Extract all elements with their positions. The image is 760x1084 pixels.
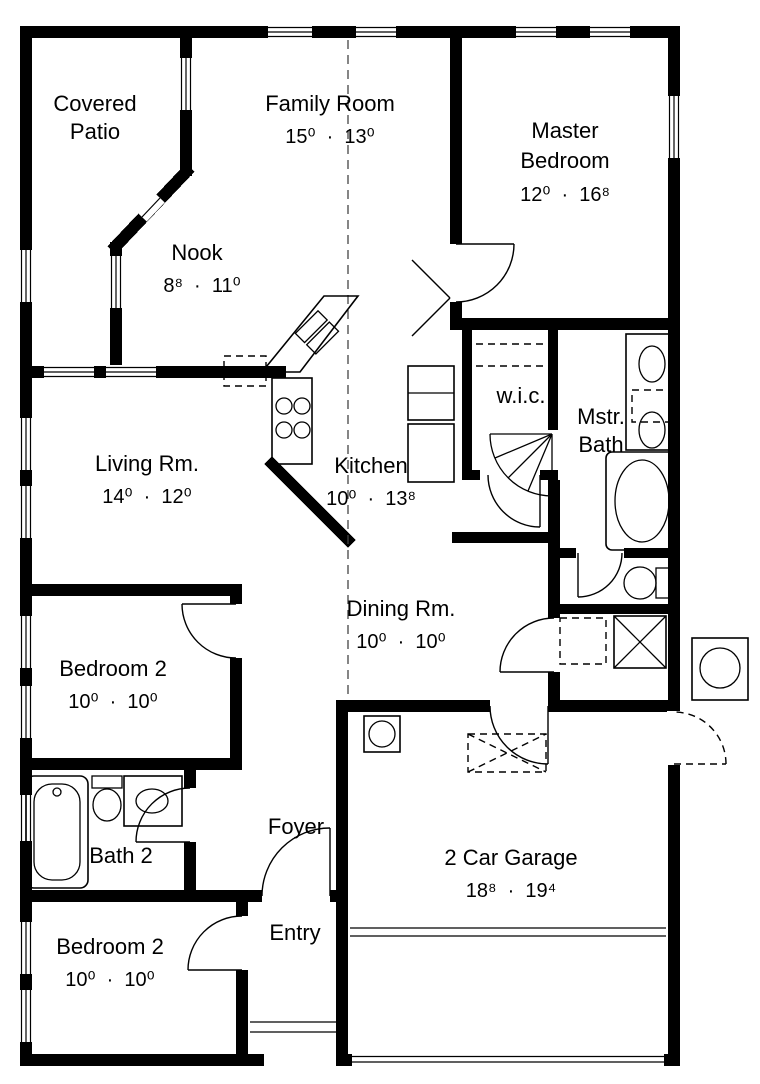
window-icon	[19, 250, 33, 302]
double-vanity	[625, 333, 679, 451]
window-icon	[19, 486, 33, 538]
room-dims-family-room: 15⁰ · 13⁰	[285, 126, 374, 148]
door-bedroom2-upper	[181, 603, 237, 659]
overhead-lines	[223, 40, 607, 773]
doors	[135, 243, 727, 971]
door-garage	[489, 705, 549, 765]
kitchen-range	[275, 397, 311, 439]
air-handler	[613, 615, 667, 669]
window-icon	[106, 365, 156, 379]
kitchen-sink	[294, 309, 340, 355]
water-heater	[363, 715, 401, 753]
window-icon	[19, 418, 33, 470]
kitchen-counter	[271, 377, 313, 465]
ac-condenser-pad	[691, 637, 749, 701]
window-icon	[268, 25, 312, 39]
room-dims-nook: 8⁸ · 11⁰	[163, 275, 240, 297]
room-label-wic: w.i.c.	[496, 383, 546, 408]
room-label-entry: Entry	[269, 920, 320, 945]
room-label-master-bedroom-line1: Master	[531, 118, 598, 143]
room-label-master-bedroom-line2: Bedroom	[520, 148, 609, 173]
room-labels: Covered Patio Family Room 15⁰ · 13⁰ Mast…	[53, 91, 624, 991]
room-label-dining-room: Dining Rm.	[347, 596, 456, 621]
room-label-master-bath-line1: Mstr.	[577, 404, 625, 429]
window-icon	[356, 25, 396, 39]
room-label-foyer: Foyer	[268, 814, 324, 839]
window-icon	[667, 96, 681, 158]
bath2-sink-icon	[135, 788, 169, 814]
wic-shelving	[476, 343, 544, 367]
walls	[20, 26, 680, 1066]
room-label-bath2: Bath 2	[89, 843, 153, 868]
window-icon	[137, 193, 165, 222]
master-tub	[605, 451, 679, 551]
room-dims-living-room: 14⁰ · 12⁰	[102, 486, 191, 508]
window-icon	[179, 58, 193, 110]
room-label-bedroom2-upper: Bedroom 2	[59, 656, 167, 681]
room-label-covered-patio-line1: Covered	[53, 91, 136, 116]
bath2-vanity	[123, 775, 183, 827]
room-label-master-bath-line2: Bath	[578, 432, 623, 457]
master-toilet	[623, 566, 671, 600]
attic-access	[467, 733, 547, 773]
window-icon	[109, 256, 123, 308]
room-label-garage: 2 Car Garage	[444, 845, 577, 870]
door-master-bedroom	[455, 243, 515, 303]
room-label-kitchen: Kitchen	[334, 453, 407, 478]
room-label-nook: Nook	[171, 240, 223, 265]
pantry-doors	[411, 259, 451, 337]
room-label-family-room: Family Room	[265, 91, 395, 116]
corner-shower	[489, 433, 553, 497]
vanity-sink-icon	[638, 411, 666, 449]
double-oven	[407, 365, 455, 421]
room-label-living-room: Living Rm.	[95, 451, 199, 476]
service-door-opening	[667, 711, 681, 765]
window-icon	[44, 365, 94, 379]
room-dims-bedroom2-lower: 10⁰ · 10⁰	[65, 969, 154, 991]
bath2-toilet	[91, 775, 123, 822]
door-bath2	[135, 787, 191, 843]
door-bedroom2-lower	[187, 915, 243, 971]
room-dims-dining-room: 10⁰ · 10⁰	[356, 631, 445, 653]
linen-closet	[559, 617, 607, 665]
garage-door-opening	[352, 1053, 664, 1067]
entry-steps	[250, 1021, 336, 1033]
window-icon	[19, 686, 33, 738]
window-icon	[590, 25, 630, 39]
fixtures	[25, 295, 749, 1033]
garage-door-track-line	[350, 927, 666, 937]
door-toilet-room	[577, 552, 623, 598]
room-dims-bedroom2-upper: 10⁰ · 10⁰	[68, 691, 157, 713]
window-icon	[19, 990, 33, 1042]
room-label-covered-patio-line2: Patio	[70, 119, 120, 144]
front-door	[261, 827, 331, 897]
vanity-sink-icon	[638, 345, 666, 383]
window-icon	[19, 922, 33, 974]
kitchen-island	[260, 295, 360, 373]
door-wic	[487, 474, 541, 528]
room-dims-master-bedroom: 12⁰ · 16⁸	[520, 184, 610, 206]
bath2-tub	[25, 775, 89, 889]
window-icon	[19, 616, 33, 668]
room-dims-kitchen: 10⁰ · 13⁸	[326, 488, 416, 510]
room-dims-garage: 18⁸ · 19⁴	[466, 880, 556, 902]
room-label-bedroom2-lower: Bedroom 2	[56, 934, 164, 959]
service-door-swing	[673, 711, 727, 765]
refrigerator	[407, 423, 455, 483]
door-ac-closet	[499, 617, 555, 673]
window-icon	[516, 25, 556, 39]
windows	[19, 25, 681, 1067]
